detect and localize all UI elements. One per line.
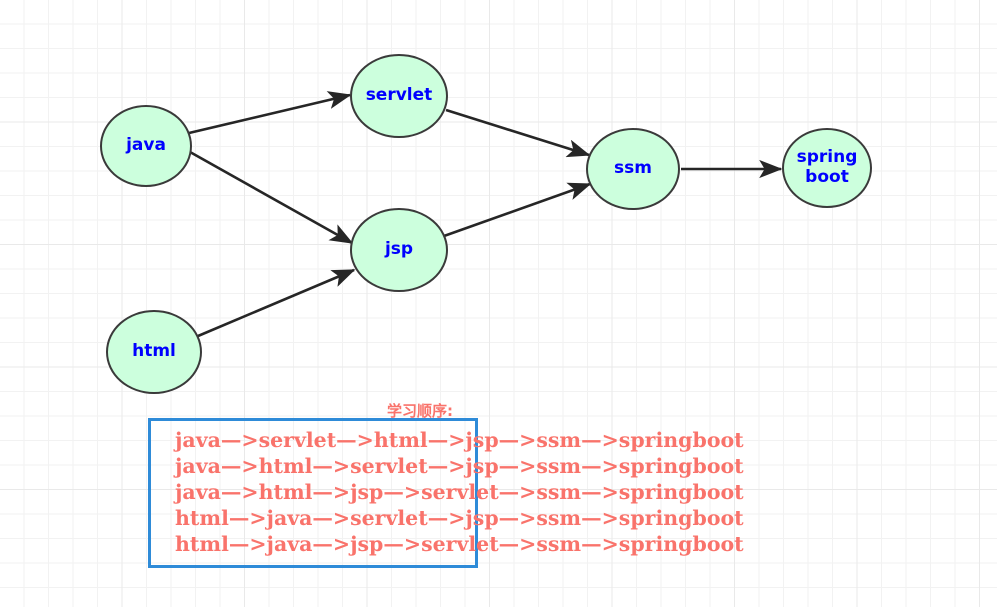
order-line-2: java—>html—>servlet—>jsp—>ssm—>springboo…	[175, 454, 744, 478]
node-html-label: html	[132, 341, 176, 362]
node-jsp-label: jsp	[384, 239, 414, 260]
node-jsp[interactable]: jsp	[350, 208, 448, 292]
order-line-3: java—>html—>jsp—>servlet—>ssm—>springboo…	[175, 480, 744, 504]
node-html[interactable]: html	[106, 310, 202, 394]
order-highlight-box	[148, 418, 478, 568]
order-line-1: java—>servlet—>html—>jsp—>ssm—>springboo…	[175, 428, 744, 452]
order-line-5: html—>java—>jsp—>servlet—>ssm—>springboo…	[175, 532, 744, 556]
node-springboot[interactable]: spring boot	[782, 128, 872, 208]
node-springboot-label: spring boot	[796, 147, 858, 187]
edge-servlet-ssm	[445, 108, 591, 158]
node-servlet-label: servlet	[365, 85, 433, 106]
order-line-4: html—>java—>servlet—>jsp—>ssm—>springboo…	[175, 506, 744, 530]
edge-java-jsp	[189, 150, 354, 245]
edge-jsp-ssm	[443, 182, 592, 238]
order-list: java—>servlet—>html—>jsp—>ssm—>springboo…	[175, 427, 744, 557]
edge-java-servlet	[188, 91, 352, 135]
node-servlet[interactable]: servlet	[350, 54, 448, 138]
order-title: 学习顺序:	[387, 402, 453, 420]
edge-html-jsp	[197, 268, 356, 338]
node-ssm[interactable]: ssm	[586, 128, 680, 210]
node-java-label: java	[126, 135, 166, 156]
node-java[interactable]: java	[100, 105, 192, 187]
node-ssm-label: ssm	[614, 158, 652, 179]
